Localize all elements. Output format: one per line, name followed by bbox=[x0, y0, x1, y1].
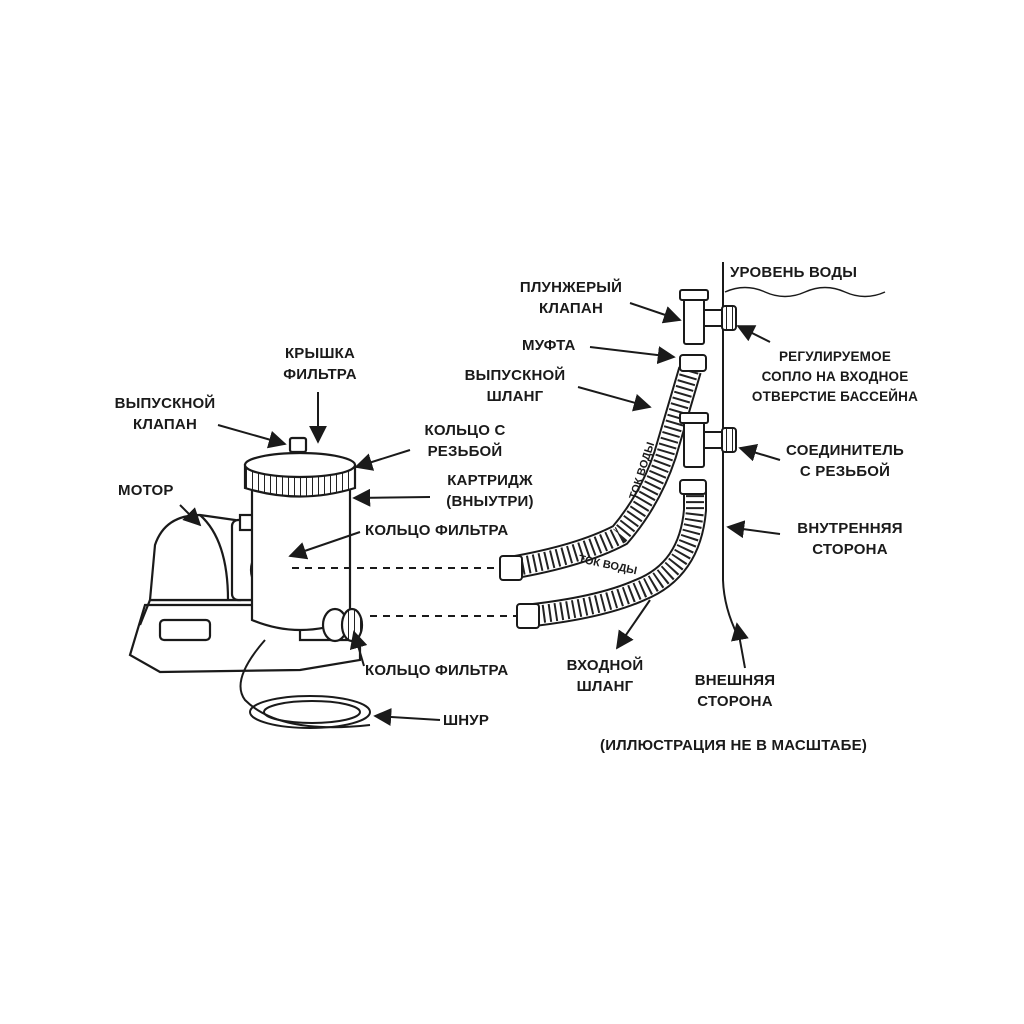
label-outlet-hose-line2: ШЛАНГ bbox=[486, 388, 544, 405]
label-not-to-scale: (ИЛЛЮСТРАЦИЯ НЕ В МАСШТАБЕ) bbox=[600, 737, 868, 754]
hose-connection-lines bbox=[292, 567, 520, 617]
flow-label-horizontal: ТОК ВОДЫ bbox=[577, 553, 638, 577]
label-inlet-hose-line1: ВХОДНОЙ bbox=[566, 657, 644, 674]
label-release-valve-line2: КЛАПАН bbox=[133, 416, 197, 433]
label-outlet-hose-line1: ВЫПУСКНОЙ bbox=[464, 367, 566, 384]
label-release-valve-line1: ВЫПУСКНОЙ bbox=[114, 395, 216, 412]
inlet-hose bbox=[523, 490, 707, 628]
label-threaded-ring-line1: КОЛЬЦО С bbox=[424, 422, 506, 439]
label-outside-line2: СТОРОНА bbox=[697, 693, 773, 710]
outlet-hose bbox=[507, 366, 702, 580]
label-outlet-hose: ВЫПУСКНОЙ ШЛАНГ bbox=[440, 365, 590, 407]
label-cartridge: КАРТРИДЖ (ВНЫУТРИ) bbox=[425, 470, 555, 512]
label-cartridge-line2: (ВНЫУТРИ) bbox=[446, 493, 534, 510]
label-outside-line1: ВНЕШНЯЯ bbox=[694, 672, 776, 689]
label-adjustable-nozzle: РЕГУЛИРУЕМОЕ СОПЛО НА ВХОДНОЕ ОТВЕРСТИЕ … bbox=[735, 347, 935, 407]
power-cord bbox=[239, 639, 371, 729]
label-threaded-ring: КОЛЬЦО С РЕЗЬБОЙ bbox=[400, 420, 530, 462]
label-plunger-valve-line2: КЛАПАН bbox=[539, 300, 603, 317]
label-plunger-valve: ПЛУНЖЕРЫЙ КЛАПАН bbox=[496, 277, 646, 319]
label-cord: ШНУР bbox=[443, 712, 490, 729]
label-inside-line1: ВНУТРЕННЯЯ bbox=[797, 520, 903, 537]
label-filter-ring-bottom: КОЛЬЦО ФИЛЬТРА bbox=[365, 662, 509, 679]
leader-arrows bbox=[179, 302, 781, 726]
label-coupling: МУФТА bbox=[522, 337, 576, 354]
label-filter-cover: КРЫШКА ФИЛЬТРА bbox=[250, 343, 390, 385]
hose-fittings bbox=[499, 354, 707, 629]
label-threaded-connector-line1: СОЕДИНИТЕЛЬ bbox=[786, 442, 904, 459]
label-inside: ВНУТРЕННЯЯ СТОРОНА bbox=[775, 518, 925, 560]
label-adjustable-nozzle-line1: РЕГУЛИРУЕМОЕ bbox=[778, 349, 892, 364]
label-threaded-connector-line2: С РЕЗЬБОЙ bbox=[799, 463, 891, 480]
label-outside: ВНЕШНЯЯ СТОРОНА bbox=[675, 670, 795, 712]
plunger-valves bbox=[679, 289, 737, 468]
label-adjustable-nozzle-line2: СОПЛО НА ВХОДНОЕ bbox=[761, 369, 909, 384]
label-inside-line2: СТОРОНА bbox=[812, 541, 888, 558]
filter-canister bbox=[243, 436, 364, 643]
label-inlet-hose-line2: ШЛАНГ bbox=[576, 678, 634, 695]
label-plunger-valve-line1: ПЛУНЖЕРЫЙ bbox=[519, 279, 623, 296]
label-filter-cover-line2: ФИЛЬТРА bbox=[283, 366, 357, 383]
label-filter-ring-top: КОЛЬЦО ФИЛЬТРА bbox=[365, 522, 509, 539]
label-motor: МОТОР bbox=[118, 482, 174, 499]
label-water-level: УРОВЕНЬ ВОДЫ bbox=[730, 264, 858, 281]
label-cartridge-line1: КАРТРИДЖ bbox=[447, 472, 533, 489]
label-inlet-hose: ВХОДНОЙ ШЛАНГ bbox=[545, 655, 665, 697]
label-threaded-connector: СОЕДИНИТЕЛЬ С РЕЗЬБОЙ bbox=[765, 440, 925, 482]
label-adjustable-nozzle-line3: ОТВЕРСТИЕ БАССЕЙНА bbox=[751, 389, 919, 404]
label-threaded-ring-line2: РЕЗЬБОЙ bbox=[427, 443, 503, 460]
label-release-valve: ВЫПУСКНОЙ КЛАПАН bbox=[95, 393, 235, 435]
label-filter-cover-line1: КРЫШКА bbox=[284, 345, 356, 362]
